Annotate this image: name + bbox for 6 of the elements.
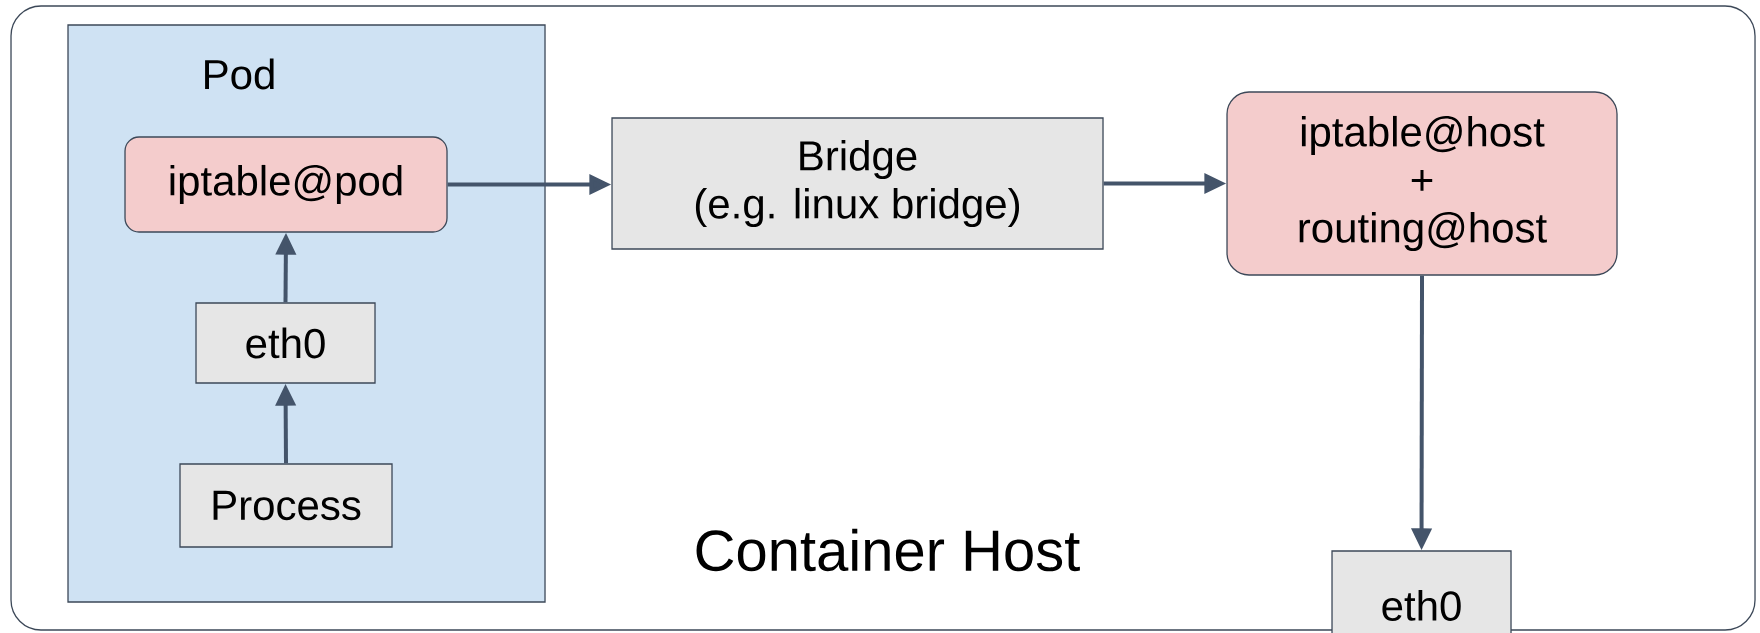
process-box: eth0 bbox=[195, 302, 376, 384]
process-box: Process bbox=[179, 463, 393, 548]
process-box: iptable@host + routing@host bbox=[1226, 91, 1618, 276]
process-box: Bridge (e.g. linux bridge) bbox=[611, 117, 1104, 250]
process-box: eth0 bbox=[1331, 550, 1512, 633]
process-box: iptable@pod bbox=[124, 136, 448, 233]
